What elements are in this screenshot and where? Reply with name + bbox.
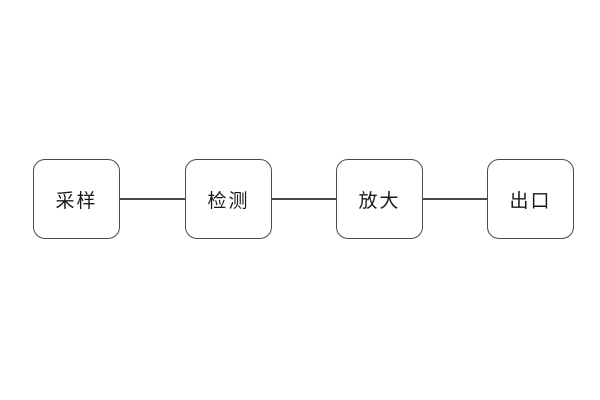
- connector-sampling-to-detection: [118, 198, 187, 200]
- flow-node-outlet: 出口: [487, 159, 574, 239]
- flow-node-amplification: 放大: [336, 159, 423, 239]
- flow-node-detection: 检测: [185, 159, 272, 239]
- flow-node-outlet-label: 出口: [509, 190, 552, 212]
- connector-amplification-to-outlet: [421, 198, 489, 200]
- flow-node-sampling-label: 采样: [55, 190, 98, 212]
- connector-detection-to-amplification: [270, 198, 338, 200]
- flow-node-sampling: 采样: [33, 159, 120, 239]
- flow-node-detection-label: 检测: [207, 190, 250, 212]
- flow-node-amplification-label: 放大: [358, 190, 401, 212]
